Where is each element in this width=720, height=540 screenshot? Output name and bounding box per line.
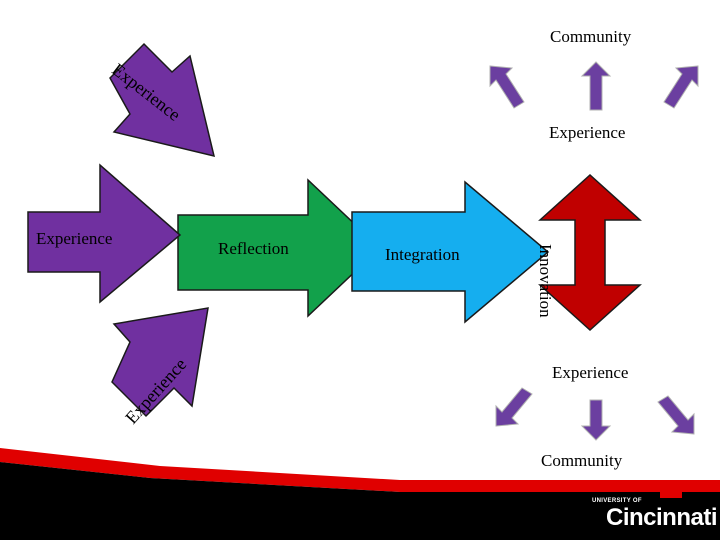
footer-black-base — [0, 462, 720, 540]
small-arrow-top-up — [580, 61, 612, 111]
experience-right-bottom-label: Experience — [552, 363, 629, 382]
community-bottom-label: Community — [541, 451, 623, 470]
integration-label: Integration — [385, 245, 460, 264]
experience-top-left-arrow — [109, 42, 216, 158]
logo-small-text: UNIVERSITY OF — [592, 498, 642, 504]
footer-red-stripe — [0, 448, 720, 492]
uc-emblem-icon — [643, 480, 682, 498]
small-arrow-top-right — [663, 65, 699, 109]
small-arrow-top-left — [489, 65, 525, 109]
community-top-label: Community — [550, 27, 632, 46]
small-arrow-bottom-down — [580, 399, 612, 441]
experience-right-top-label: Experience — [549, 123, 626, 142]
innovation-arrow — [538, 173, 642, 332]
integration-arrow — [351, 180, 550, 324]
small-arrow-bottom-right — [657, 395, 695, 435]
logo-wordmark: Cincinnati — [606, 504, 718, 531]
experience-left-label: Experience — [36, 229, 113, 248]
reflection-arrow — [177, 178, 382, 318]
small-arrow-bottom-left — [495, 387, 533, 427]
reflection-label: Reflection — [218, 239, 289, 258]
experience-bottom-left-arrow — [111, 307, 209, 418]
experience-left-arrow — [27, 163, 182, 304]
footer-band — [0, 448, 720, 540]
